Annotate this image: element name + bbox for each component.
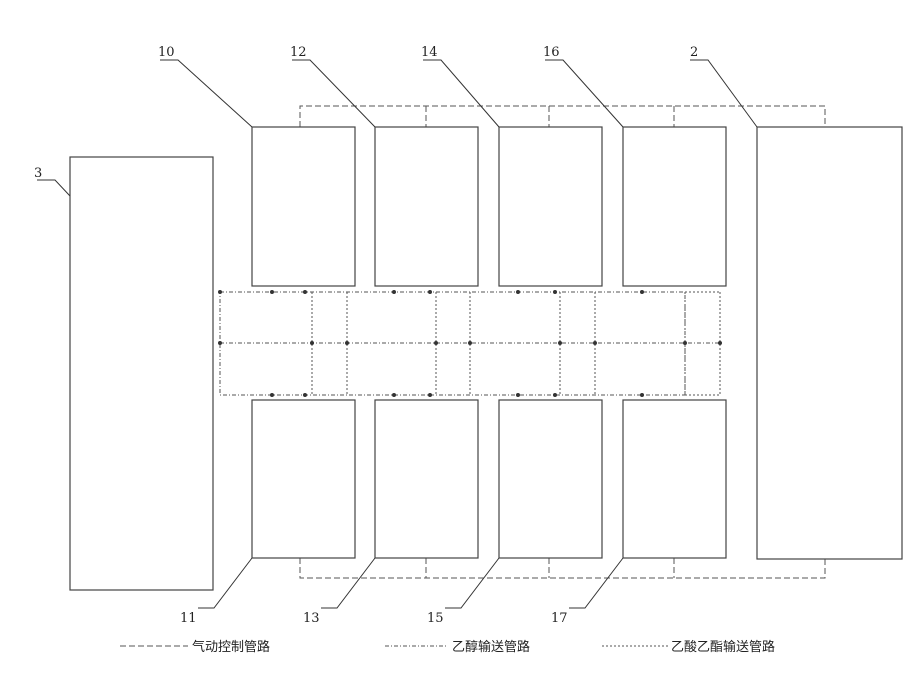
label-10: 10 xyxy=(158,45,175,60)
box-3 xyxy=(70,157,213,590)
bottom-manifold xyxy=(300,558,825,578)
box-17 xyxy=(623,400,726,558)
legend-label-2: 乙醇输送管路 xyxy=(452,639,530,655)
legend-label-1: 气动控制管路 xyxy=(192,639,270,655)
box-14 xyxy=(499,127,602,286)
label-16: 16 xyxy=(543,45,560,60)
top-manifold xyxy=(300,106,825,127)
box-16 xyxy=(623,127,726,286)
box-15 xyxy=(499,400,602,558)
label-15: 15 xyxy=(427,611,444,626)
box-11 xyxy=(252,400,355,558)
box-2 xyxy=(757,127,902,559)
box-10 xyxy=(252,127,355,286)
middle-pipe-network xyxy=(218,290,722,397)
label-11: 11 xyxy=(180,611,197,626)
label-14: 14 xyxy=(421,45,438,60)
box-13 xyxy=(375,400,478,558)
label-12: 12 xyxy=(290,45,307,60)
label-13: 13 xyxy=(303,611,320,626)
label-3: 3 xyxy=(34,166,42,181)
label-17: 17 xyxy=(551,611,568,626)
box-12 xyxy=(375,127,478,286)
legend: 气动控制管路 乙醇输送管路 乙酸乙酯输送管路 xyxy=(120,639,775,655)
label-2: 2 xyxy=(690,45,698,60)
legend-label-3: 乙酸乙酯输送管路 xyxy=(671,639,775,655)
